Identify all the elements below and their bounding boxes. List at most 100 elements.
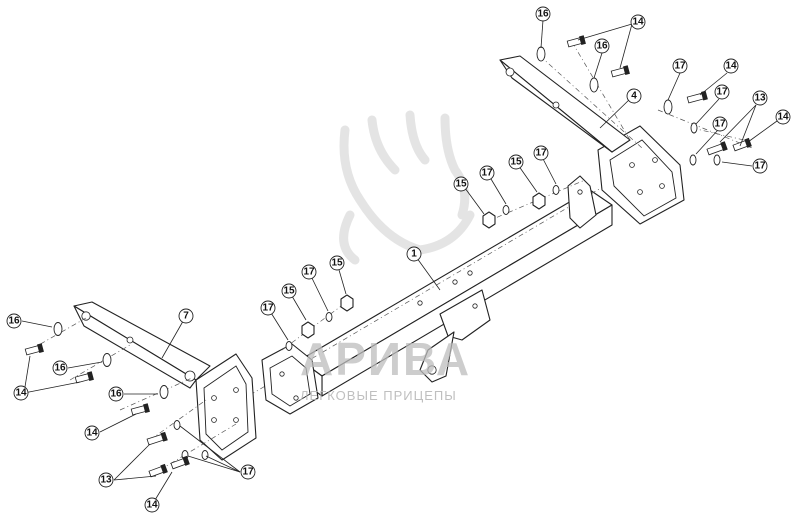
svg-text:14: 14: [86, 428, 98, 439]
bolt-14-top2-icon: [610, 65, 630, 78]
callout-15-mid1: 15: [508, 154, 524, 170]
washer-17-right3-icon: [713, 154, 721, 166]
callout-1: 1: [406, 246, 422, 262]
washer-17-right1-icon: [690, 122, 698, 134]
svg-text:14: 14: [146, 500, 158, 511]
washer-17-left1-icon: [285, 341, 293, 351]
svg-text:16: 16: [54, 363, 66, 374]
callout-17-right3: 17: [752, 158, 768, 174]
svg-text:15: 15: [510, 157, 522, 168]
callout-16-top: 16: [535, 6, 551, 22]
callout-17-left1: 17: [301, 264, 317, 280]
callout-17-mid1: 17: [533, 145, 549, 161]
right-end-plate-part: [597, 125, 685, 225]
callout-14-top: 14: [630, 14, 646, 30]
right-gusset-part: [567, 175, 597, 229]
nut-15-mid2-icon: [532, 192, 546, 210]
svg-text:15: 15: [331, 258, 343, 269]
svg-text:16: 16: [8, 316, 20, 327]
bolts: [24, 35, 752, 478]
bolt-14-top1-icon: [566, 35, 586, 48]
leader-lines: [21, 19, 778, 506]
svg-text:17: 17: [674, 61, 686, 72]
bolt-13-left2-icon: [170, 455, 190, 470]
callout-4: 4: [626, 88, 642, 104]
washer-16-right-icon: [663, 99, 673, 115]
bolt-14-left1-icon: [24, 343, 44, 356]
left-inner-plate-part: [261, 343, 319, 415]
svg-text:14: 14: [632, 17, 644, 28]
bolt-14-left4-icon: [148, 463, 168, 478]
svg-text:17: 17: [714, 119, 726, 130]
svg-text:17: 17: [242, 467, 254, 478]
washer-17-left3-icon: [173, 420, 181, 430]
left-bracket-arm-part: [73, 301, 211, 389]
right-bracket-arm-part: [499, 55, 631, 153]
callout-7: 7: [178, 308, 194, 324]
bolt-13-right-icon: [706, 141, 728, 156]
svg-text:16: 16: [537, 9, 549, 20]
bolt-14-left2-icon: [74, 371, 94, 384]
svg-text:16: 16: [596, 41, 608, 52]
washer-16-top2-icon: [589, 77, 599, 93]
washer-16-left3-icon: [159, 385, 169, 399]
callout-16-left2: 16: [52, 360, 68, 376]
svg-text:15: 15: [283, 286, 295, 297]
callout-14-right1: 14: [723, 58, 739, 74]
callout-17-left: 17: [240, 464, 256, 480]
nut-15-left2-icon: [340, 294, 354, 312]
bolt-14-right1-icon: [686, 90, 708, 104]
callout-16-right: 17: [672, 58, 688, 74]
svg-text:15: 15: [455, 179, 467, 190]
svg-text:14: 14: [777, 112, 789, 123]
callout-15-left2: 15: [281, 283, 297, 299]
washer-17-mid2-icon: [552, 185, 560, 195]
hitch-bracket-part: [419, 289, 491, 383]
svg-text:17: 17: [716, 87, 728, 98]
bolt-13-left1-icon: [146, 431, 168, 446]
watermark-brand: АРИВА: [300, 333, 472, 385]
svg-text:13: 13: [754, 93, 766, 104]
washer-17-right2-icon: [689, 154, 697, 166]
callout-15-mid2: 15: [453, 176, 469, 192]
callout-17-left2: 17: [260, 300, 276, 316]
nut-15-mid1-icon: [482, 211, 496, 229]
svg-text:17: 17: [303, 267, 315, 278]
callout-17-mid2: 17: [479, 165, 495, 181]
callout-16-left1: 16: [6, 313, 22, 329]
washer-16-left2-icon: [102, 353, 112, 367]
svg-text:7: 7: [183, 311, 189, 322]
svg-text:17: 17: [535, 148, 547, 159]
callouts: 16 14 16 17 14 17 4 13 17 14 17 17 15 17…: [6, 6, 791, 513]
callout-15-left1: 15: [329, 255, 345, 271]
watermark-logo-icon: [339, 110, 475, 265]
svg-text:1: 1: [411, 249, 417, 260]
svg-text:4: 4: [631, 91, 637, 102]
watermark-subtitle: ЛЕГКОВЫЕ ПРИЦЕПЫ: [300, 388, 457, 403]
callout-13-right: 13: [752, 90, 768, 106]
nut-15-left1-icon: [301, 321, 315, 339]
washer-17-left5-icon: [201, 450, 209, 460]
callout-13-left: 13: [98, 472, 114, 488]
svg-text:13: 13: [100, 475, 112, 486]
callout-16-left3: 16: [108, 386, 124, 402]
callout-16-top2: 16: [594, 38, 610, 54]
assembly-centerlines: [29, 41, 753, 471]
bolt-14-left3-icon: [130, 403, 150, 416]
svg-text:16: 16: [110, 389, 122, 400]
svg-text:14: 14: [15, 388, 27, 399]
svg-text:17: 17: [754, 161, 766, 172]
callout-14-left1: 14: [13, 385, 29, 401]
svg-text:17: 17: [262, 303, 274, 314]
callout-14-right2: 14: [775, 109, 791, 125]
washers: [53, 46, 721, 460]
washer-17-left2-icon: [325, 312, 333, 322]
callout-14-left3: 14: [144, 497, 160, 513]
svg-text:17: 17: [481, 168, 493, 179]
washer-16-left1-icon: [53, 322, 63, 336]
callout-17-right2: 17: [712, 116, 728, 132]
nuts: [301, 192, 546, 339]
washer-16-top-icon: [536, 46, 546, 62]
left-end-plate-part: [195, 353, 257, 461]
